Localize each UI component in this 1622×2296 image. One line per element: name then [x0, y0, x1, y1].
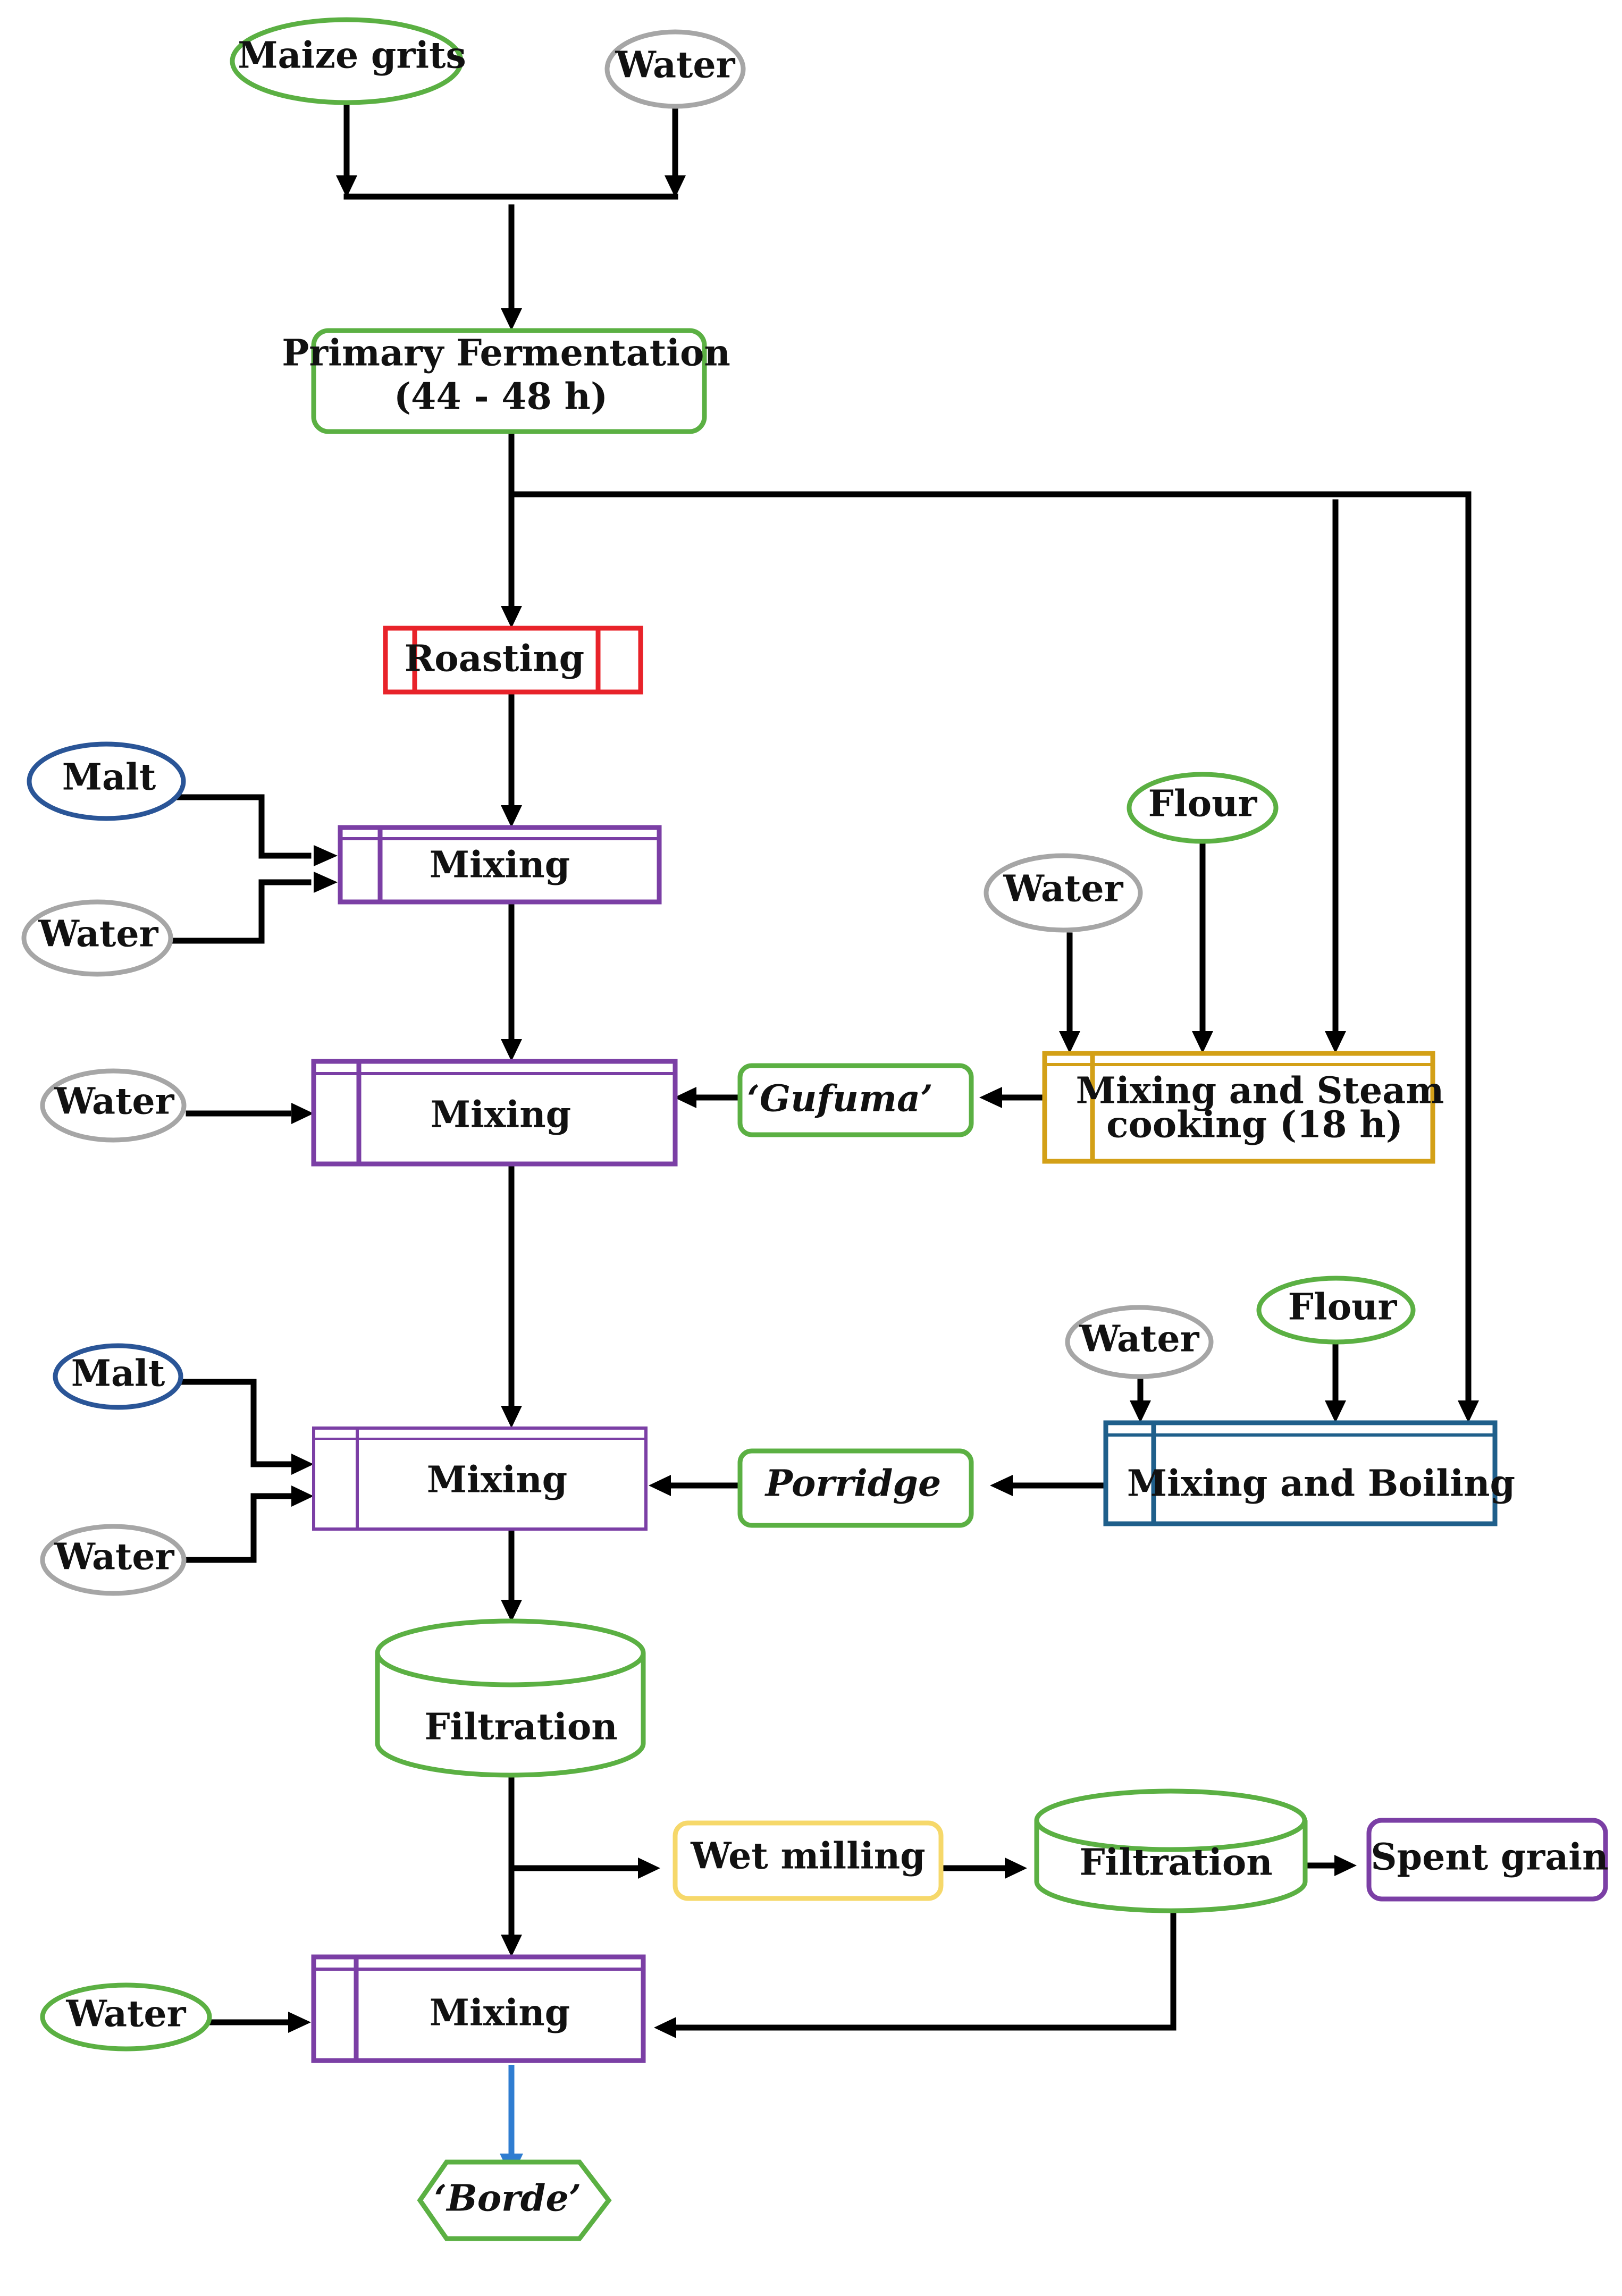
water-1-node: Water [21, 899, 173, 977]
mixing-2-node: Mixing [311, 1059, 678, 1167]
water-3-label: Water [54, 1536, 174, 1578]
flour-steam-label: Flour [1148, 783, 1258, 825]
malt-1-node: Malt [27, 741, 186, 821]
mixing-4-node: Mixing [311, 1954, 646, 2063]
porridge-label: Porridge [764, 1463, 942, 1505]
mixing-boiling-node: Mixing and Boiling [1103, 1420, 1515, 1526]
water-4-node: Water [40, 1982, 212, 2052]
maize-grits-node: Maize grits [230, 17, 466, 105]
malt-2-label: Malt [71, 1353, 165, 1395]
mixing-steam-cooking-node: Mixing and Steam cooking (18 h) [1042, 1051, 1444, 1164]
roasting-node: Roasting [383, 626, 643, 695]
mixing-3-node: Mixing [312, 1426, 648, 1531]
water-4-label: Water [65, 1993, 186, 2036]
mixing-3-label: Mixing [427, 1459, 567, 1501]
mixing-2-label: Mixing [431, 1094, 571, 1136]
primary-fermentation-node: Primary Fermentation (44 - 48 h) [282, 328, 730, 434]
water-3-node: Water [40, 1524, 187, 1596]
mixing-4-label: Mixing [430, 1992, 570, 2035]
maize-grits-label: Maize grits [238, 35, 466, 77]
porridge-node: Porridge [737, 1448, 974, 1528]
flour-boil-label: Flour [1288, 1286, 1398, 1329]
water-steam-label: Water [1003, 868, 1123, 910]
water-2-label: Water [54, 1081, 174, 1123]
water-1-label: Water [38, 913, 158, 956]
malt-1-label: Malt [62, 756, 156, 799]
filtration-1-node: Filtration [375, 1618, 646, 1778]
water-top-label: Water [615, 44, 735, 87]
borde-label: ‘Borde’ [434, 2177, 582, 2220]
connectors [165, 100, 1472, 2155]
water-top-node: Water [604, 29, 746, 109]
wet-milling-label: Wet milling [690, 1835, 925, 1878]
flour-steam-node: Flour [1127, 772, 1279, 844]
water-boil-node: Water [1065, 1305, 1214, 1379]
flour-boil-node: Flour [1256, 1276, 1416, 1345]
spent-grain-node: Spent grain [1366, 1818, 1609, 1902]
filtration-1-label: Filtration [424, 1706, 617, 1749]
water-2-node: Water [40, 1068, 187, 1143]
filtration-2-node: Filtration [1034, 1788, 1308, 1913]
mixing-1-node: Mixing [338, 825, 662, 905]
water-steam-node: Water [984, 853, 1143, 933]
filtration-2-label: Filtration [1079, 1842, 1272, 1884]
water-boil-label: Water [1079, 1318, 1199, 1361]
gufuma-node: ‘Gufuma’ [737, 1063, 974, 1137]
mixing-steam-line-2: cooking (18 h) [1106, 1104, 1403, 1146]
borde-node: ‘Borde’ [417, 2159, 612, 2241]
spent-grain-label: Spent grain [1371, 1836, 1608, 1879]
primary-fermentation-line-1: Primary Fermentation [282, 332, 730, 375]
wet-milling-node: Wet milling [673, 1820, 944, 1901]
gufuma-label: ‘Gufuma’ [747, 1078, 933, 1120]
roasting-label: Roasting [405, 638, 584, 680]
mixing-1-label: Mixing [430, 844, 570, 887]
mixing-steam-line-1: Mixing and Steam [1076, 1070, 1444, 1112]
malt-2-node: Malt [53, 1343, 183, 1410]
mixing-boiling-label: Mixing and Boiling [1127, 1463, 1515, 1505]
primary-fermentation-line-2: (44 - 48 h) [394, 376, 608, 418]
